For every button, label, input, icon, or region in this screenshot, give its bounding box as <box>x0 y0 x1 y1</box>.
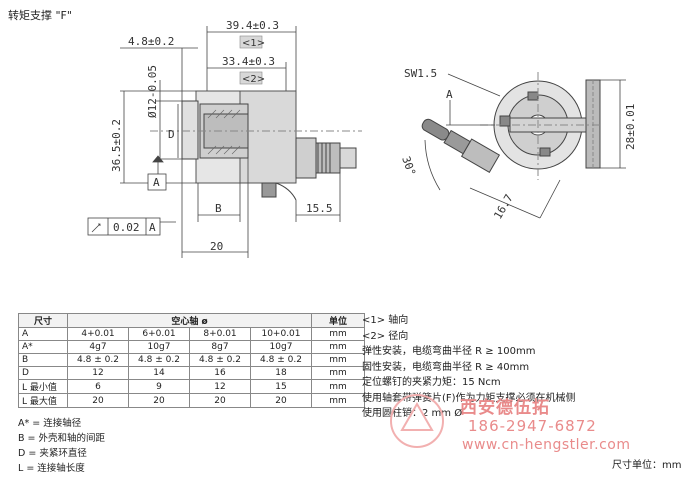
table-cell: 4+0.01 <box>67 327 129 341</box>
table-cell: 12 <box>189 379 251 394</box>
legend-item: D = 夹紧环直径 <box>18 448 87 459</box>
table-header: 尺寸 <box>18 313 68 328</box>
table-cell: 9 <box>128 379 190 394</box>
table-cell: 4g7 <box>67 340 129 354</box>
dim-A-front: A <box>446 88 453 101</box>
table-row: L 最小值 6 9 12 15 mm <box>18 379 365 394</box>
dim-33-4: 33.4±0.3 <box>222 55 275 68</box>
table-row: L 最大值 20 20 20 20 mm <box>18 393 365 408</box>
table-cell: 10g7 <box>250 340 312 354</box>
watermark-name: 西安德伍拓 <box>460 398 550 418</box>
table-row: D 12 14 16 18 mm <box>18 366 365 380</box>
table-cell: A* <box>18 340 68 354</box>
legend-item: L = 连接轴长度 <box>18 463 85 474</box>
table-cell: 4.8 ± 0.2 <box>67 353 129 367</box>
table-header: 单位 <box>311 313 365 328</box>
note-item: 定位螺钉的夹紧力矩：15 Ncm <box>362 377 501 388</box>
dim-D: D <box>168 128 175 141</box>
table-cell: D <box>18 366 68 380</box>
tolerance-datum: A <box>149 221 156 234</box>
table-cell: 16 <box>189 366 251 380</box>
table-cell: 10g7 <box>128 340 190 354</box>
table-cell: 20 <box>67 393 129 408</box>
page-title: 转矩支撑 "F" <box>8 9 72 22</box>
dim-diameter-12: Ø12-0.05 <box>146 65 159 118</box>
dim-39-4: 39.4±0.3 <box>226 19 279 32</box>
table-cell: mm <box>311 366 365 380</box>
table-cell: mm <box>311 393 365 408</box>
watermark-logo-icon <box>390 394 444 448</box>
dim-sw-1-5: SW1.5 <box>404 67 437 80</box>
table-cell: 15 <box>250 379 312 394</box>
table-row: B 4.8 ± 0.2 4.8 ± 0.2 4.8 ± 0.2 4.8 ± 0.… <box>18 353 365 367</box>
table-row: A 4+0.01 6+0.01 8+0.01 10+0.01 mm <box>18 327 365 341</box>
note-item: 弹性安装，电缆弯曲半径 R ≥ 100mm <box>362 346 536 357</box>
note-item: 使用轴套带弹簧片(F)作为力矩支撑必须在机械侧 <box>362 392 576 404</box>
table-cell: mm <box>311 327 365 341</box>
table-cell: mm <box>311 353 365 367</box>
technical-drawing: 39.4±0.3 <1> 33.4±0.3 <2> 4.8±0.2 Ø12-0.… <box>87 19 637 258</box>
legend-item: A* = 连接轴径 <box>18 418 82 429</box>
table-cell: 20 <box>128 393 190 408</box>
dim-B: B <box>215 202 222 215</box>
table-cell: 8+0.01 <box>189 327 251 341</box>
note-item: <2> 径向 <box>362 330 409 342</box>
table-cell: 4.8 ± 0.2 <box>189 353 251 367</box>
table-row: A* 4g7 10g7 8g7 10g7 mm <box>18 340 365 354</box>
table-cell: 6+0.01 <box>128 327 190 341</box>
dim-30-degrees: 30° <box>399 155 418 178</box>
table-cell: 10+0.01 <box>250 327 312 341</box>
table-header-row: 尺寸 空心轴 ø 单位 <box>18 313 365 328</box>
table-header: 空心轴 ø <box>67 313 312 328</box>
table-cell: 18 <box>250 366 312 380</box>
table-cell: 4.8 ± 0.2 <box>128 353 190 367</box>
table-cell: 8g7 <box>189 340 251 354</box>
watermark-phone: 186-2947-6872 <box>468 417 597 435</box>
table-cell: L 最小值 <box>18 379 68 394</box>
table-cell: A <box>18 327 68 341</box>
dim-36-5: 36.5±0.2 <box>110 119 123 172</box>
dimension-table: 尺寸 空心轴 ø 单位 A 4+0.01 6+0.01 8+0.01 10+0.… <box>18 313 365 408</box>
tolerance-value: 0.02 <box>113 221 140 234</box>
table-cell: 14 <box>128 366 190 380</box>
table-cell: L 最大值 <box>18 393 68 408</box>
table-cell: mm <box>311 340 365 354</box>
dim-28: 28±0.01 <box>624 104 637 150</box>
table-cell: B <box>18 353 68 367</box>
table-cell: mm <box>311 379 365 394</box>
runout-icon <box>91 223 101 233</box>
legend: A* = 连接轴径 B = 外壳和轴的间距 D = 夹紧环直径 L = 连接轴长… <box>18 416 105 476</box>
unit-footer: 尺寸单位：mm <box>612 460 682 471</box>
note-item: 固性安装，电缆弯曲半径 R ≥ 40mm <box>362 361 530 373</box>
table-cell: 20 <box>250 393 312 408</box>
dim-4-8: 4.8±0.2 <box>128 35 174 48</box>
dim-15-5: 15.5 <box>306 202 333 215</box>
table-cell: 6 <box>67 379 129 394</box>
dim-tag-2: <2> <box>242 74 265 85</box>
watermark-url: www.cn-hengstler.com <box>462 437 631 453</box>
dim-16-7: 16.7 <box>491 192 516 221</box>
dim-tag-1: <1> <box>242 38 265 49</box>
legend-item: B = 外壳和轴的间距 <box>18 433 106 444</box>
note-item: <1> 轴向 <box>362 315 409 326</box>
table-cell: 20 <box>189 393 251 408</box>
dim-20: 20 <box>210 240 223 253</box>
table-cell: 4.8 ± 0.2 <box>250 353 312 367</box>
table-cell: 12 <box>67 366 129 380</box>
datum-A: A <box>153 176 160 189</box>
